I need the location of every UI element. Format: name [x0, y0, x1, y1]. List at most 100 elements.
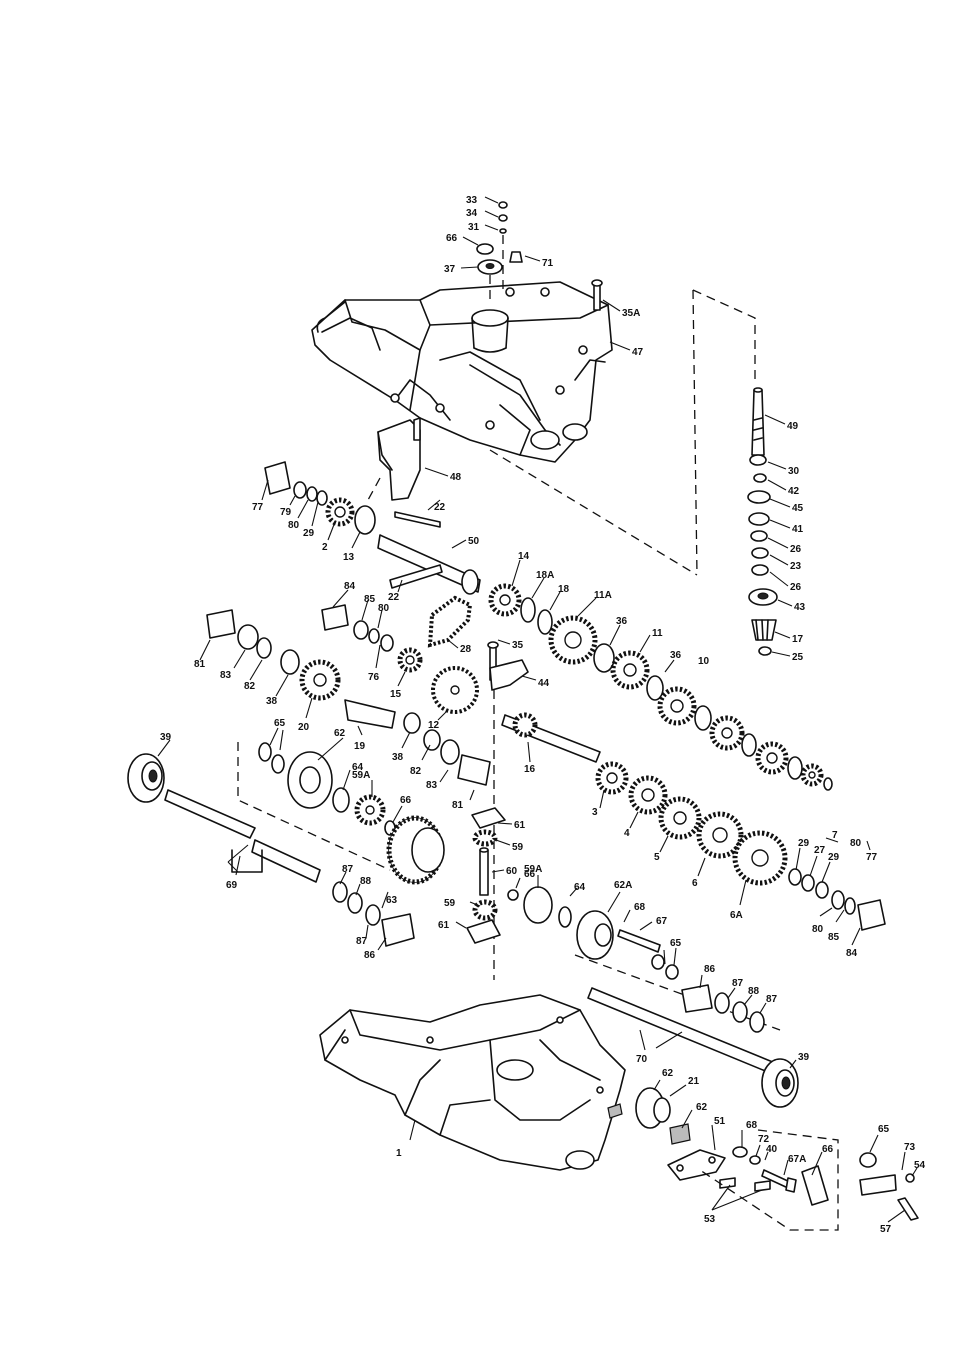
label-54: 54 [914, 1160, 926, 1171]
label-83b: 83 [426, 780, 438, 791]
label-21: 21 [688, 1076, 700, 1087]
label-87d: 87 [766, 994, 778, 1005]
label-80b: 80 [378, 603, 390, 614]
label-10: 10 [698, 656, 710, 667]
left-axle-group [127, 742, 445, 947]
label-64a: 64 [352, 762, 364, 773]
label-68b: 68 [746, 1120, 758, 1131]
middle-left-parts [206, 604, 491, 786]
upper-left-parts [264, 417, 553, 635]
label-84b: 84 [846, 948, 858, 959]
label-60: 60 [506, 866, 518, 877]
label-26a: 26 [790, 544, 802, 555]
label-12: 12 [428, 720, 440, 731]
label-49: 49 [787, 421, 799, 432]
label-38b: 38 [392, 752, 404, 763]
label-82a: 82 [244, 681, 256, 692]
label-66d: 66 [822, 1144, 834, 1155]
label-27: 27 [814, 845, 826, 856]
label-83a: 83 [220, 670, 232, 681]
label-23: 23 [790, 561, 802, 572]
label-59Ab: 59A [524, 864, 542, 875]
label-1: 1 [396, 1148, 402, 1159]
label-45: 45 [792, 503, 804, 514]
label-57: 57 [880, 1224, 892, 1235]
label-36b: 36 [670, 650, 682, 661]
label-68a: 68 [634, 902, 646, 913]
label-53: 53 [704, 1214, 716, 1225]
label-63: 63 [386, 895, 398, 906]
leader-lines [157, 196, 918, 1223]
label-18: 18 [558, 584, 570, 595]
label-14: 14 [518, 551, 530, 562]
label-65c: 65 [878, 1124, 890, 1135]
right-axle-group [587, 984, 799, 1108]
shaft-16-gears [501, 712, 886, 931]
label-70: 70 [636, 1054, 648, 1065]
label-26b: 26 [790, 582, 802, 593]
label-81b: 81 [452, 800, 464, 811]
label-51: 51 [714, 1116, 726, 1127]
upper-gear-train [548, 615, 833, 791]
label-34: 34 [466, 208, 478, 219]
label-86a: 86 [364, 950, 376, 961]
label-31: 31 [468, 222, 480, 233]
label-72: 72 [758, 1134, 770, 1145]
label-29c: 29 [828, 852, 840, 863]
label-87c: 87 [732, 978, 744, 989]
label-76: 76 [368, 672, 380, 683]
label-86b: 86 [704, 964, 716, 975]
label-73: 73 [904, 1142, 916, 1153]
label-4: 4 [624, 828, 630, 839]
label-33: 33 [466, 195, 478, 206]
label-66: 66 [446, 233, 458, 244]
label-36a: 36 [616, 616, 628, 627]
label-50: 50 [468, 536, 480, 547]
shaft-49-stack [489, 289, 778, 656]
label-22b: 22 [388, 592, 400, 603]
label-79: 79 [280, 507, 292, 518]
label-43: 43 [794, 602, 806, 613]
label-39a: 39 [160, 732, 172, 743]
label-18A: 18A [536, 570, 554, 581]
label-35A: 35A [622, 308, 640, 319]
label-69: 69 [226, 880, 238, 891]
label-2: 2 [322, 542, 328, 553]
label-77b: 77 [866, 852, 878, 863]
label-61b: 61 [438, 920, 450, 931]
label-61a: 61 [514, 820, 526, 831]
label-65a: 65 [274, 718, 286, 729]
label-62b: 62 [662, 1068, 674, 1079]
label-71: 71 [542, 258, 554, 269]
brake-parts [635, 1087, 919, 1231]
label-28: 28 [460, 644, 472, 655]
label-88a: 88 [360, 876, 372, 887]
label-22a: 22 [434, 502, 446, 513]
label-66c: 66 [524, 869, 536, 880]
label-85b: 85 [828, 932, 840, 943]
label-38a: 38 [266, 696, 278, 707]
label-44: 44 [538, 678, 550, 689]
label-67A: 67A [788, 1154, 806, 1165]
label-6A: 6A [730, 910, 743, 921]
label-59Aa: 59A [352, 770, 370, 781]
label-77a: 77 [252, 502, 264, 513]
label-62A: 62A [614, 880, 632, 891]
part-labels: 33 34 31 66 37 71 35A 47 49 30 42 45 41 … [160, 195, 926, 1235]
label-13: 13 [343, 552, 355, 563]
label-84a: 84 [344, 581, 356, 592]
label-47: 47 [632, 347, 644, 358]
label-80a: 80 [288, 520, 300, 531]
label-88b: 88 [748, 986, 760, 997]
label-29a: 29 [303, 528, 315, 539]
label-19: 19 [354, 741, 366, 752]
label-6: 6 [692, 878, 698, 889]
label-87b: 87 [356, 936, 368, 947]
label-15: 15 [390, 689, 402, 700]
label-59a: 59 [512, 842, 524, 853]
label-20: 20 [298, 722, 310, 733]
label-17: 17 [792, 634, 804, 645]
label-80c: 80 [850, 838, 862, 849]
label-25: 25 [792, 652, 804, 663]
label-80d: 80 [812, 924, 824, 935]
